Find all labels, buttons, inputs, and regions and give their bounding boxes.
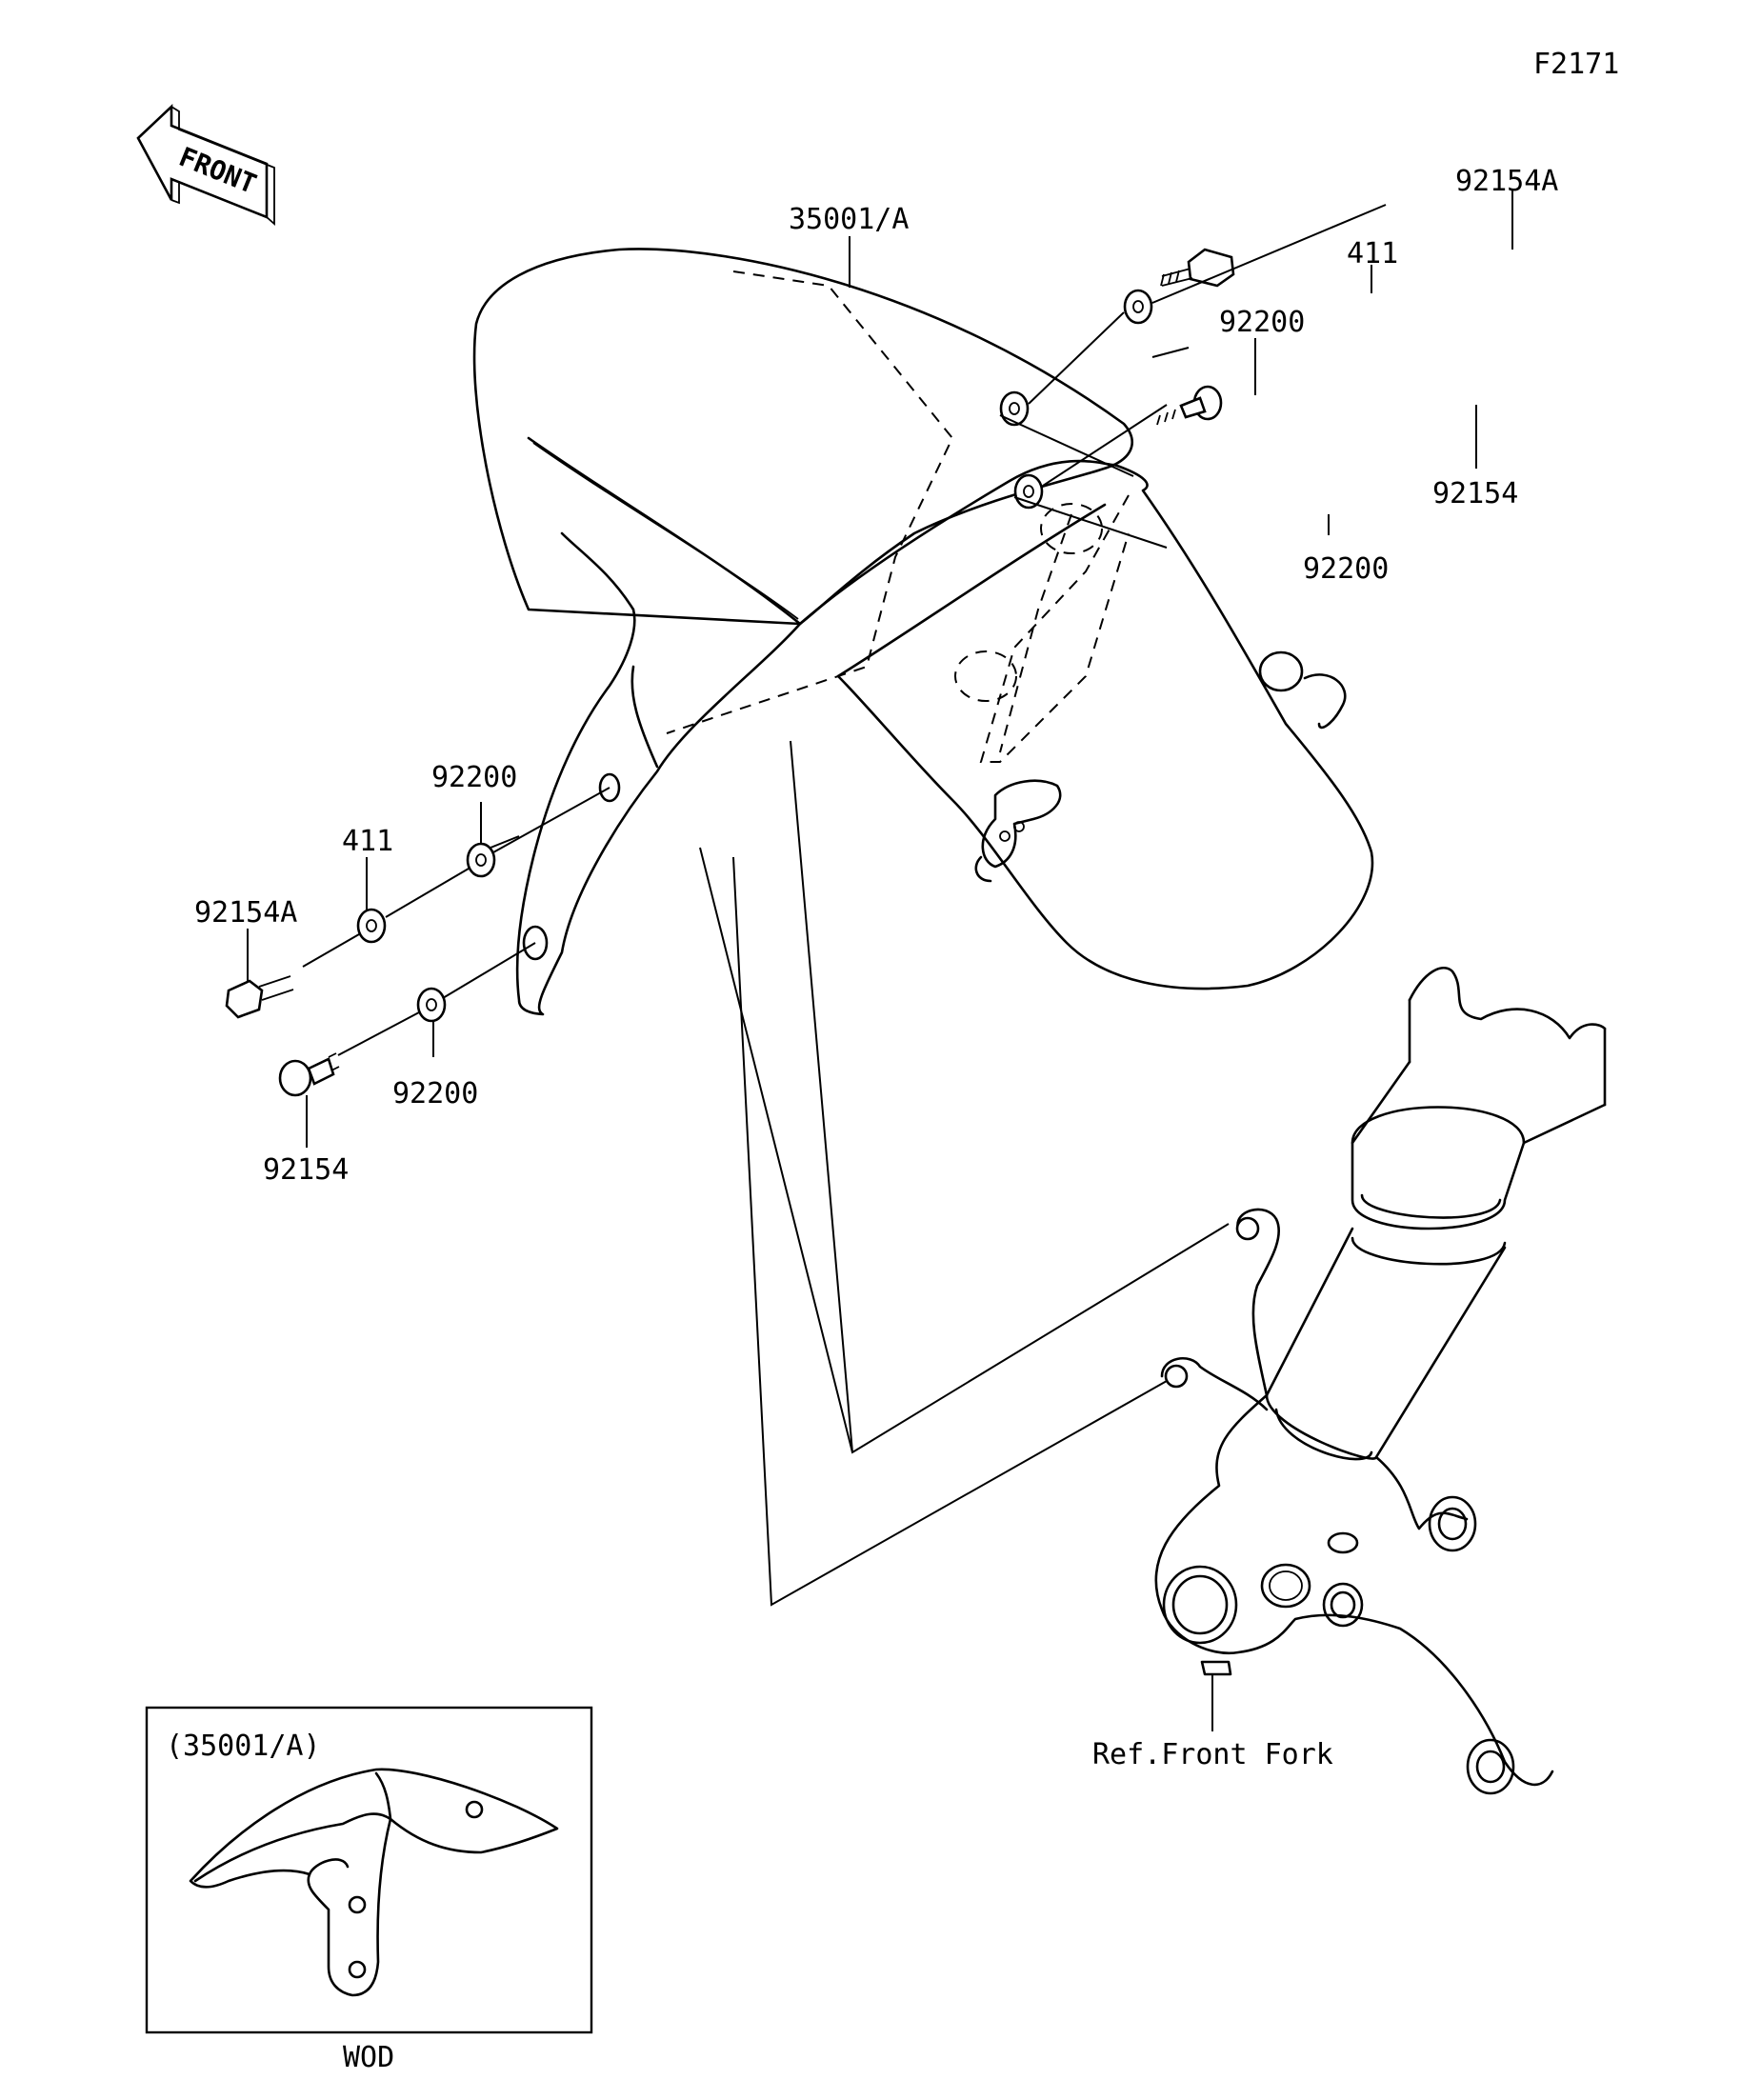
- collar-411-left: [356, 908, 387, 944]
- label-92200-left-bottom: 92200: [392, 1077, 478, 1110]
- bolt-92154-left: [278, 1052, 340, 1097]
- inset-caption: WOD: [343, 2041, 394, 2074]
- collar-411-right: [1123, 289, 1153, 325]
- label-92154-right: 92154: [1432, 477, 1518, 510]
- figure-id: F2171: [1533, 48, 1619, 81]
- front-fork: [1154, 967, 1607, 1795]
- label-92200-right-bottom: 92200: [1303, 552, 1389, 586]
- washer-92200-left-top: [466, 842, 496, 878]
- front-fender: [472, 248, 1374, 1016]
- label-411-left: 411: [342, 825, 393, 858]
- bolt-92154a-right: [1160, 248, 1235, 288]
- bolt-92154a-left: [225, 975, 294, 1019]
- bolt-92154-right: [1156, 385, 1223, 426]
- label-92154a-right: 92154A: [1455, 165, 1558, 198]
- label-92154-left: 92154: [263, 1153, 349, 1187]
- label-35001a: 35001/A: [789, 203, 909, 236]
- washer-92200-right-top: [999, 390, 1030, 427]
- label-411-right: 411: [1347, 237, 1398, 270]
- label-92200-right-top: 92200: [1219, 306, 1305, 339]
- inset-panel: (35001/A) WOD: [145, 1706, 593, 2074]
- inset-fender: [189, 1768, 559, 1997]
- washer-92200-left-bottom: [416, 987, 447, 1023]
- front-arrow-icon: FRONT: [136, 103, 275, 226]
- inset-title: (35001/A): [166, 1730, 321, 1763]
- label-92154a-left: 92154A: [194, 896, 297, 930]
- label-ref-front-fork: Ref.Front Fork: [1092, 1738, 1333, 1771]
- label-92200-left-top: 92200: [431, 761, 517, 794]
